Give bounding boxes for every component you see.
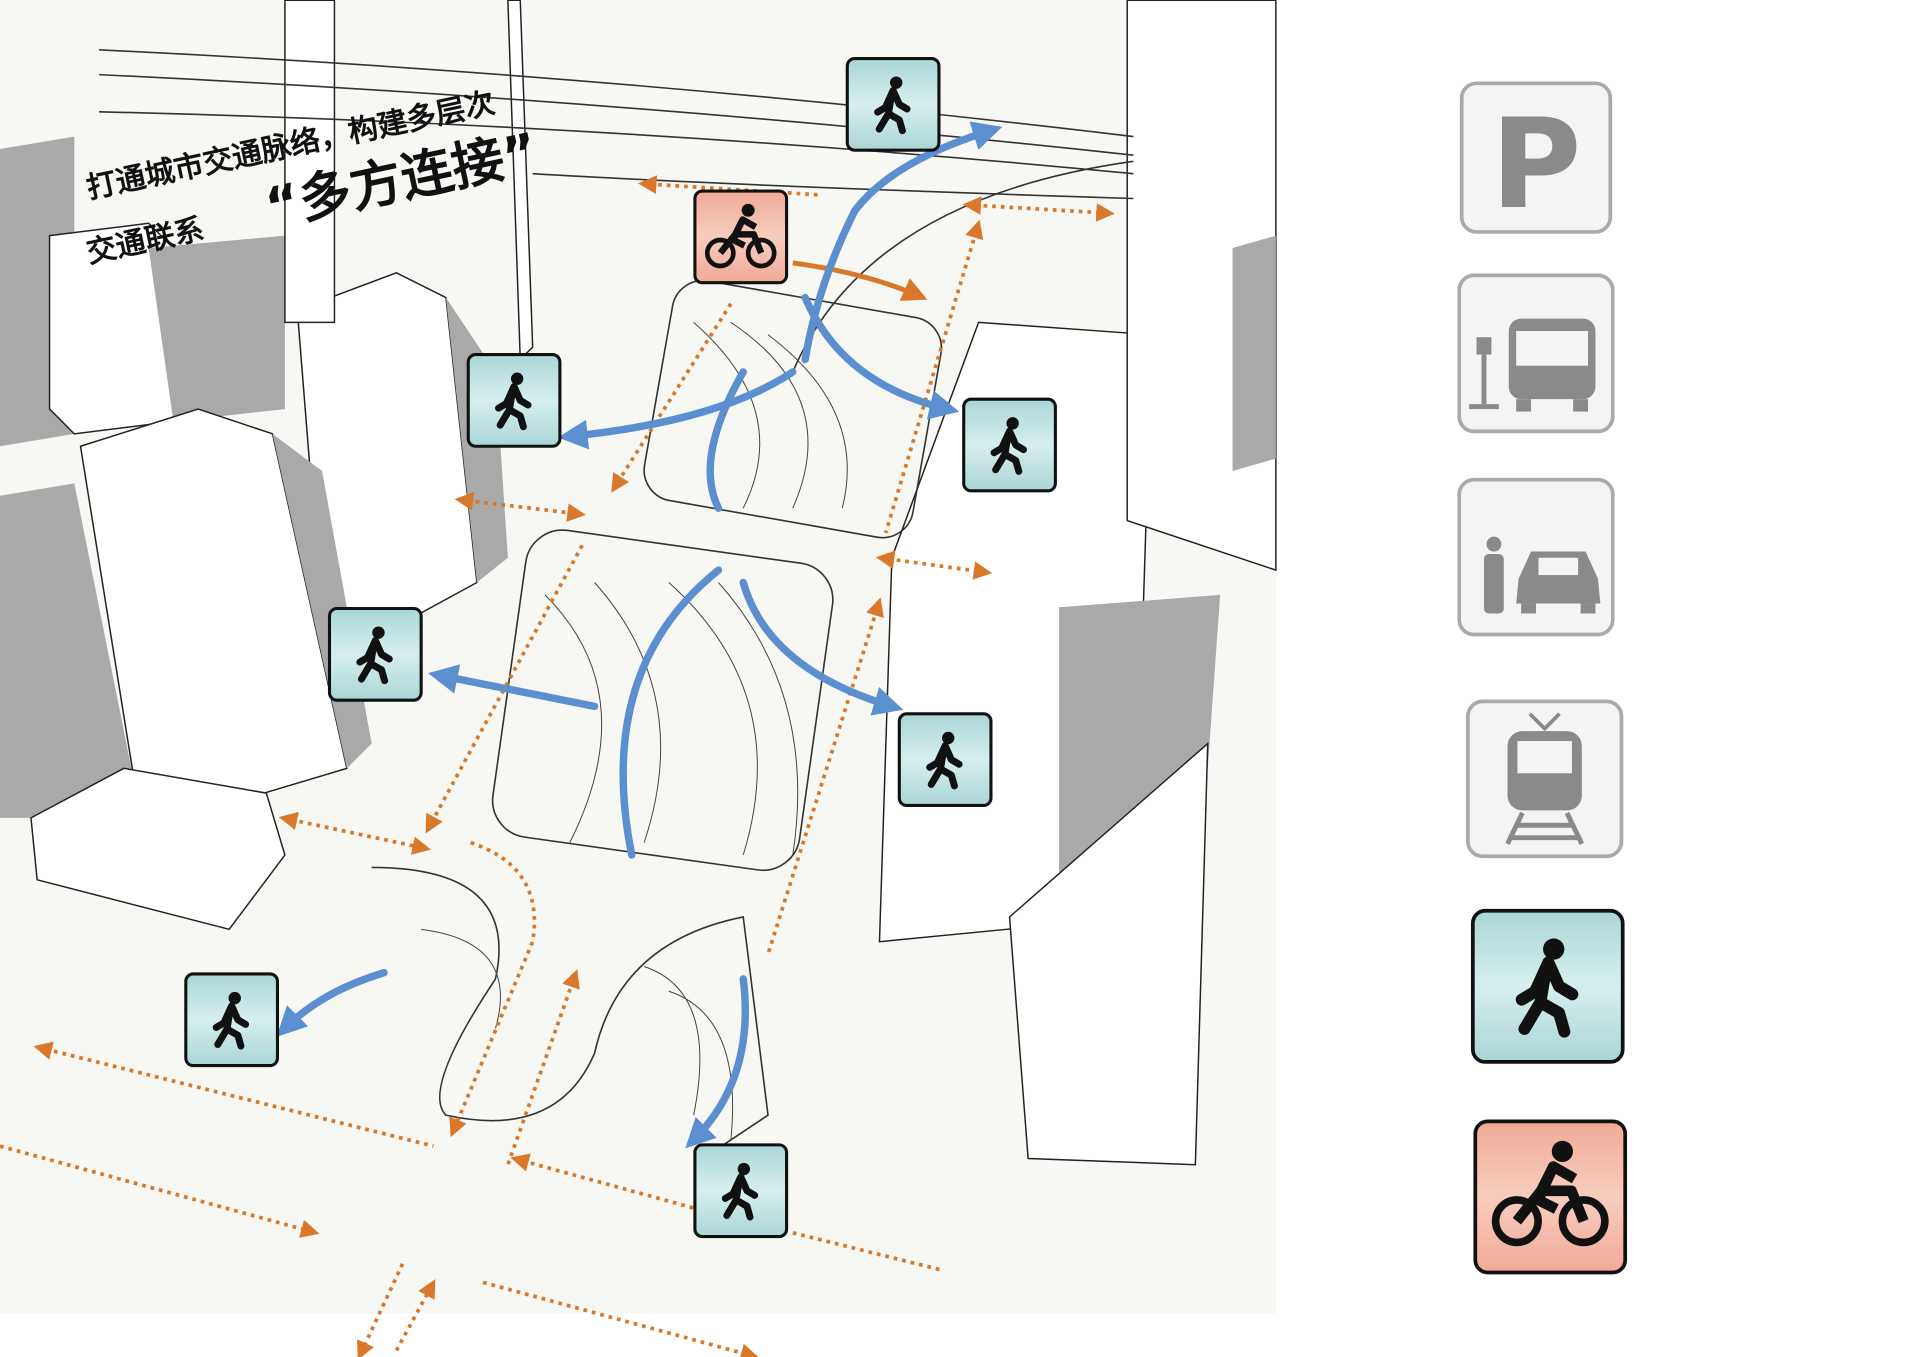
map-badges	[184, 56, 1057, 1239]
legend: P	[1457, 81, 1628, 1275]
bicycle-badge	[693, 189, 789, 285]
legend-pedestrian	[1470, 908, 1625, 1064]
bus-stop-icon	[1469, 318, 1596, 412]
parking-icon: P	[1491, 93, 1582, 237]
pedestrian-badge	[845, 56, 941, 152]
legend-bicycle	[1473, 1119, 1628, 1275]
legend-tram	[1466, 699, 1624, 859]
pedestrian-badge	[897, 712, 993, 808]
plazas	[371, 279, 943, 1166]
vehicle-flow-arrows	[0, 175, 1115, 1357]
tram-icon	[1505, 712, 1585, 845]
pedestrian-badge	[962, 397, 1057, 493]
legend-parking: P	[1459, 81, 1613, 237]
pedestrian-badge	[184, 972, 280, 1068]
taxi-icon	[1483, 536, 1601, 614]
legend-taxi	[1457, 477, 1615, 637]
pedestrian-badge	[466, 353, 562, 448]
pedestrian-badge	[327, 606, 423, 702]
legend-bus-stop	[1457, 273, 1615, 434]
pedestrian-flow-arrows	[276, 121, 1003, 1149]
pedestrian-badge	[693, 1143, 789, 1239]
